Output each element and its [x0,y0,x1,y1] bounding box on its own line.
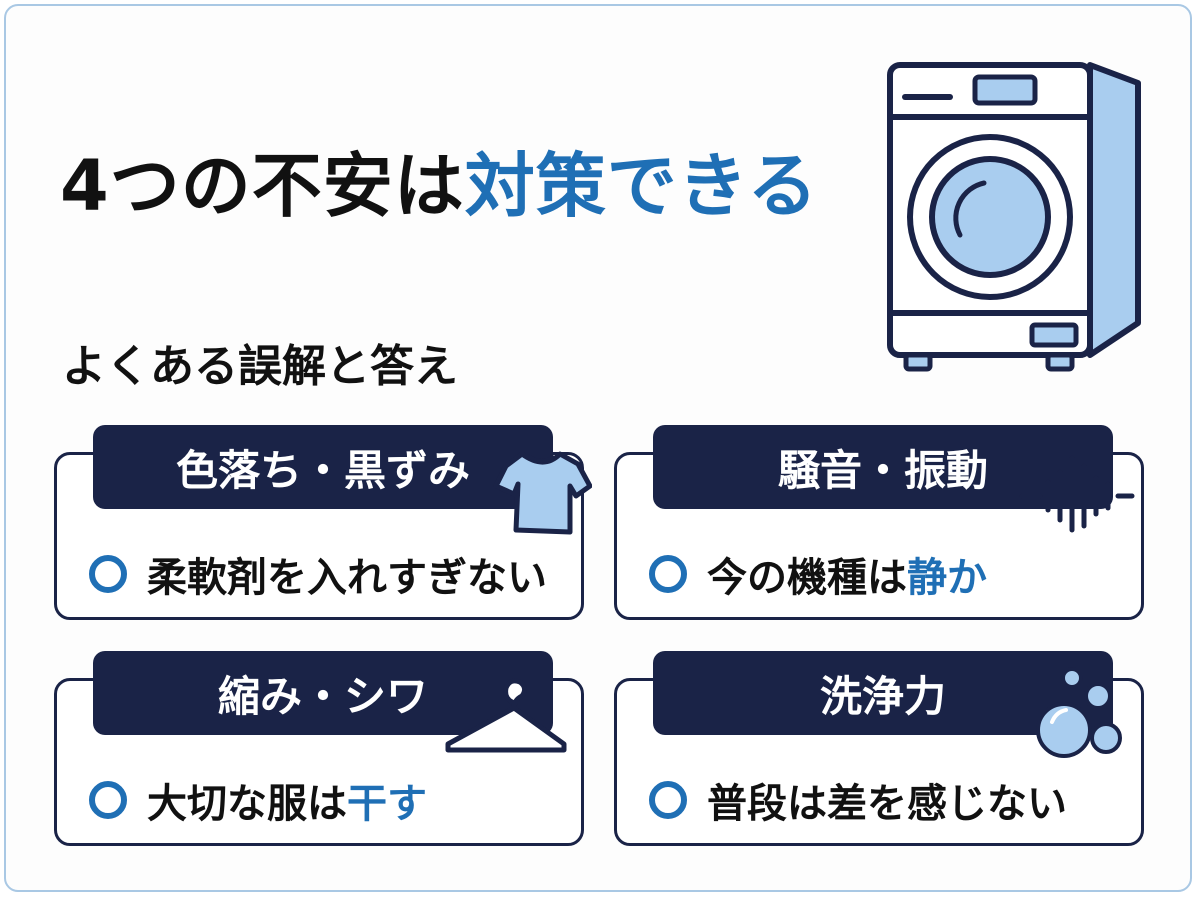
circle-mark-icon [649,781,687,819]
card-answer-text: 普段は差を感じない [707,781,1067,827]
hanger-icon [445,678,567,753]
card-answer-text: 大切な服は [147,781,347,827]
card-noise-vibration: 騒音・振動 今の機種は静か [614,425,1144,620]
card-shrink-wrinkle: 縮み・シワ 大切な服は干す [54,651,584,846]
sound-wave-icon [1019,455,1135,533]
title-highlight: 対策できる [464,145,819,227]
bubbles-icon [1036,667,1122,758]
card-color-fading: 色落ち・黒ずみ 柔軟剤を入れすぎない [54,425,584,620]
card-answer-highlight: 干す [347,781,427,827]
circle-mark-icon [649,555,687,593]
card-cleaning-power: 洗浄力 普段は差を感じない [614,651,1144,846]
card-heading: 縮み・シワ [93,651,553,735]
card-heading: 色落ち・黒ずみ [93,425,553,509]
card-heading: 騒音・振動 [653,425,1113,509]
card-answer: 柔軟剤を入れすぎない [89,545,547,603]
circle-mark-icon [89,555,127,593]
circle-mark-icon [89,781,127,819]
page-title: 4つの不安は対策できる [60,130,818,231]
card-answer: 今の機種は静か [649,545,987,603]
card-answer-text: 柔軟剤を入れすぎない [147,555,547,601]
tshirt-icon [493,451,592,535]
card-answer: 大切な服は干す [89,771,427,829]
card-answer: 普段は差を感じない [649,771,1067,829]
card-answer-highlight: 静か [907,555,987,601]
washing-machine-icon [887,62,1141,372]
card-answer-text: 今の機種は [707,555,907,601]
title-main: 4つの不安は [60,145,465,227]
card-heading: 洗浄力 [653,651,1113,735]
page-subtitle: よくある誤解と答え [62,341,458,392]
